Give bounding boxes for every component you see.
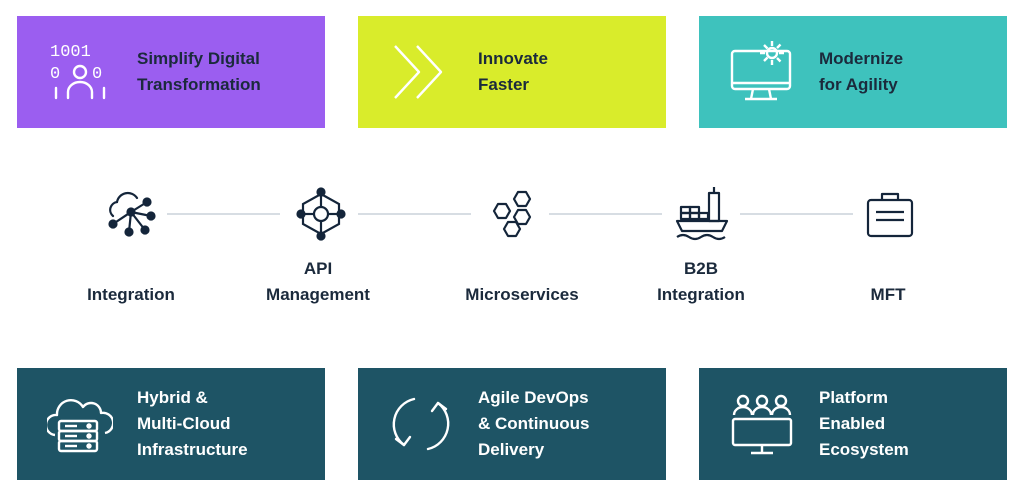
simplify-digital-transformation-card: 1001 0 0 Simplify Digital Transformation: [17, 16, 325, 128]
integration-caption: Integration: [46, 256, 216, 308]
caption-line1: [803, 256, 973, 282]
caption-line1: [437, 256, 607, 282]
caption-line2: Integration: [657, 285, 745, 304]
hybrid-multi-cloud-card: Hybrid & Multi-Cloud Infrastructure: [17, 368, 325, 480]
cloud-server-icon: [45, 389, 115, 459]
modernize-for-agility-card: Modernize for Agility: [699, 16, 1007, 128]
card-label: Platform Enabled Ecosystem: [819, 385, 909, 463]
microservices-caption: Microservices: [437, 256, 607, 308]
monitor-gear-icon: [727, 37, 797, 107]
svg-text:0: 0: [92, 65, 102, 84]
mft-caption: MFT: [803, 256, 973, 308]
cycle-arrows-icon: [386, 389, 456, 459]
connector-line: [167, 213, 280, 215]
connector-line: [358, 213, 471, 215]
hexagon-cluster-icon: [482, 184, 542, 244]
briefcase-icon: [860, 184, 920, 244]
card-label-line1: Hybrid &: [137, 388, 208, 407]
card-label: Hybrid & Multi-Cloud Infrastructure: [137, 385, 248, 463]
caption-line2: Microservices: [465, 285, 579, 304]
caption-line2: Integration: [87, 285, 175, 304]
api-hexagon-icon: [291, 184, 351, 244]
card-label-line2: Transformation: [137, 75, 261, 94]
card-label-line3: Delivery: [478, 440, 545, 459]
card-label-line3: Infrastructure: [137, 440, 248, 459]
caption-line1: B2B: [683, 259, 718, 278]
card-label-line1: Modernize: [819, 49, 904, 68]
card-label-line2: for Agility: [819, 75, 898, 94]
card-label: Simplify Digital Transformation: [137, 46, 261, 98]
card-label-line2: Faster: [478, 75, 530, 94]
svg-text:0: 0: [50, 65, 60, 84]
card-label: Agile DevOps & Continuous Delivery: [478, 385, 589, 463]
card-label-line2: & Continuous: [478, 414, 590, 433]
api-management-caption: API Management: [233, 256, 403, 308]
double-chevron-right-icon: [386, 37, 456, 107]
people-monitor-icon: [727, 389, 797, 459]
agile-devops-card: Agile DevOps & Continuous Delivery: [358, 368, 666, 480]
card-label-line3: Ecosystem: [819, 440, 909, 459]
card-label-line1: Agile DevOps: [478, 388, 589, 407]
caption-line2: MFT: [870, 285, 906, 304]
card-label: Innovate Faster: [478, 46, 548, 98]
platform-enabled-ecosystem-card: Platform Enabled Ecosystem: [699, 368, 1007, 480]
card-label-line2: Enabled: [819, 414, 886, 433]
card-label: Modernize for Agility: [819, 46, 903, 98]
card-label-line1: Simplify Digital: [137, 49, 260, 68]
b2b-integration-caption: B2B Integration: [616, 256, 786, 308]
binary-people-icon: 1001 0 0: [45, 37, 115, 107]
connector-line: [549, 213, 662, 215]
card-label-line1: Innovate: [478, 49, 548, 68]
innovate-faster-card: Innovate Faster: [358, 16, 666, 128]
cloud-network-icon: [101, 184, 161, 244]
caption-line1: API: [303, 259, 333, 278]
caption-line2: Management: [266, 285, 370, 304]
cargo-ship-icon: [672, 184, 732, 244]
svg-text:1001: 1001: [50, 43, 91, 62]
caption-line1: [46, 256, 216, 282]
card-label-line2: Multi-Cloud: [137, 414, 231, 433]
connector-line: [740, 213, 853, 215]
card-label-line1: Platform: [819, 388, 888, 407]
